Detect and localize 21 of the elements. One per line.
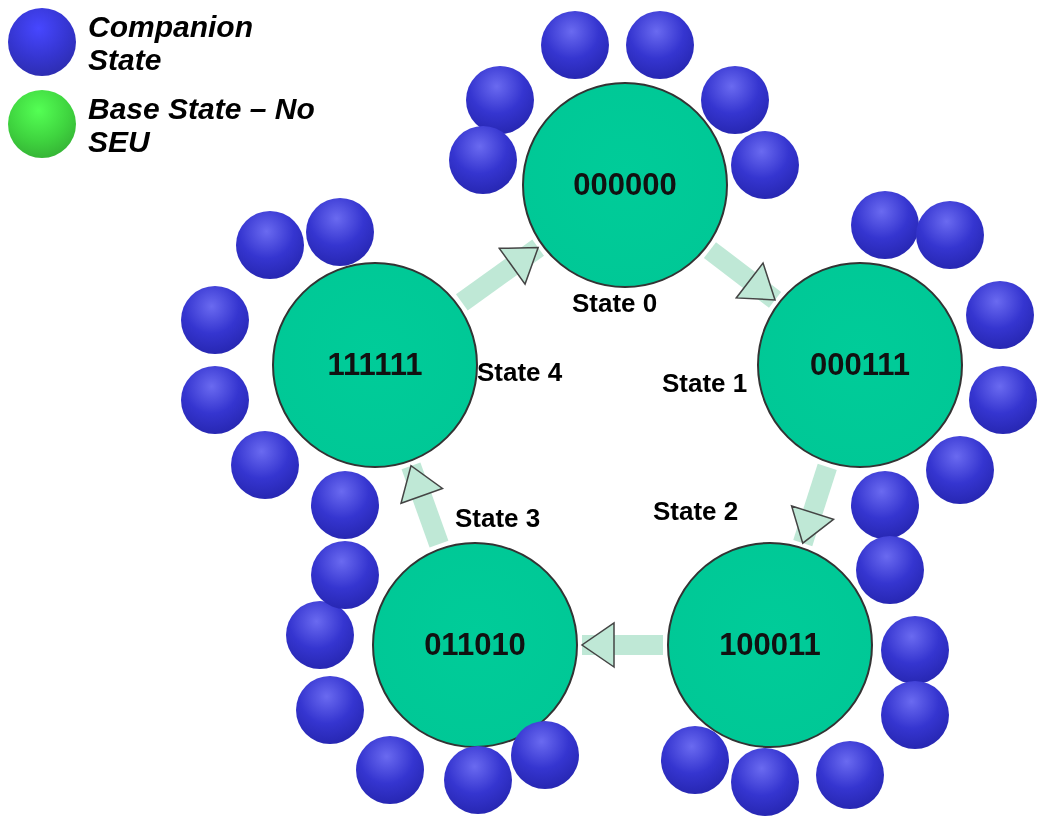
companion-circle	[466, 66, 534, 134]
companion-circle	[306, 198, 374, 266]
block-arrow	[456, 239, 544, 311]
state-label: State 4	[477, 357, 563, 388]
block-arrow	[703, 242, 782, 308]
state-label: State 0	[572, 288, 658, 319]
legend-label: Companion State	[88, 10, 254, 76]
state-code: 000000	[573, 167, 677, 203]
legend-label: Base State – No SEU	[88, 92, 316, 158]
block-arrow	[581, 622, 663, 668]
companion-circle	[856, 536, 924, 604]
block-arrow	[400, 462, 449, 548]
state-code: 100011	[719, 627, 821, 663]
state-code: 011010	[424, 627, 526, 663]
state-code: 111111	[327, 347, 423, 383]
companion-circle	[311, 541, 379, 609]
state-label: State 2	[653, 496, 739, 527]
state-code: 000111	[810, 347, 910, 383]
block-arrow	[790, 463, 837, 547]
state-label: State 1	[662, 368, 748, 399]
state-label: State 3	[455, 503, 541, 534]
